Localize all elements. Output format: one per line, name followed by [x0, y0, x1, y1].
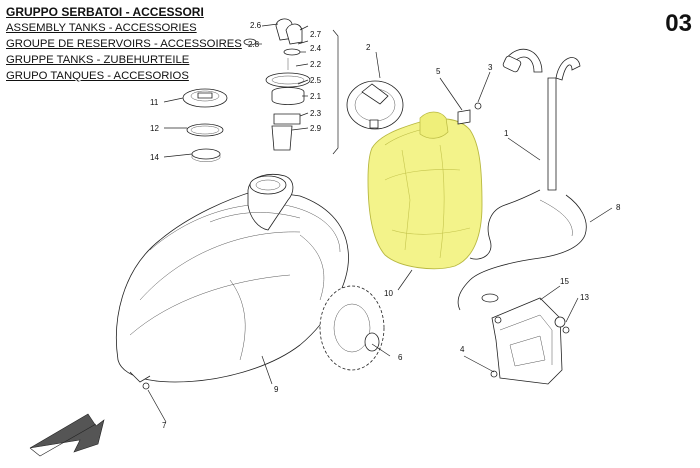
float-group-bracket [332, 29, 339, 155]
title-es: GRUPO TANQUES - ACCESORIOS [6, 70, 189, 82]
callout-2-3: 2.3 [310, 109, 322, 118]
callout-2-9: 2.9 [310, 124, 322, 133]
callout-2-8: 2.8 [248, 40, 260, 49]
part-hoses [457, 48, 587, 311]
callout-15: 15 [560, 277, 569, 286]
leader-lines [147, 23, 613, 423]
part-small-fasteners [142, 102, 570, 390]
callout-2: 2 [366, 43, 371, 52]
part-float-assembly [243, 18, 311, 151]
title-de: GRUPPE TANKS - ZUBEHURTEILE [6, 54, 190, 66]
title-it: GRUPPO SERBATOI - ACCESSORI [6, 5, 204, 19]
callout-5: 5 [436, 67, 441, 76]
callout-2-2: 2.2 [310, 60, 322, 69]
callout-14: 14 [150, 153, 159, 162]
title-en: ASSEMBLY TANKS - ACCESSORIES [6, 22, 197, 34]
part-wheel [319, 285, 385, 371]
title-fr: GROUPE DE RESERVOIRS - ACCESSOIRES [6, 38, 242, 50]
part-recovery-tank-body [115, 173, 349, 383]
callout-13: 13 [580, 293, 589, 302]
part-cap-seal-filter [182, 88, 228, 162]
part-lid [346, 80, 404, 130]
callout-11: 11 [150, 98, 159, 107]
callout-10: 10 [384, 289, 393, 298]
callout-8: 8 [616, 203, 621, 212]
diagram-title-block: GRUPPO SERBATOI - ACCESSORI ASSEMBLY TAN… [6, 4, 242, 84]
callout-labels: 1 2 3 4 5 6 7 8 9 10 11 12 14 13 15 2.1 … [150, 21, 621, 430]
page-number: 03 [665, 10, 692, 37]
callout-12: 12 [150, 124, 159, 133]
part-bracket [491, 297, 566, 385]
callout-7: 7 [162, 421, 167, 430]
callout-3: 3 [488, 63, 493, 72]
part-solution-tank-highlighted [367, 111, 483, 270]
callout-1: 1 [504, 129, 509, 138]
callout-2-7: 2.7 [310, 30, 322, 39]
callout-9: 9 [274, 385, 279, 394]
callout-6: 6 [398, 353, 403, 362]
callout-4: 4 [460, 345, 465, 354]
direction-arrow-icon [29, 413, 105, 457]
callout-2-1: 2.1 [310, 92, 322, 101]
callout-2-5: 2.5 [310, 76, 322, 85]
callout-2-4: 2.4 [310, 44, 322, 53]
callout-2-6: 2.6 [250, 21, 262, 30]
